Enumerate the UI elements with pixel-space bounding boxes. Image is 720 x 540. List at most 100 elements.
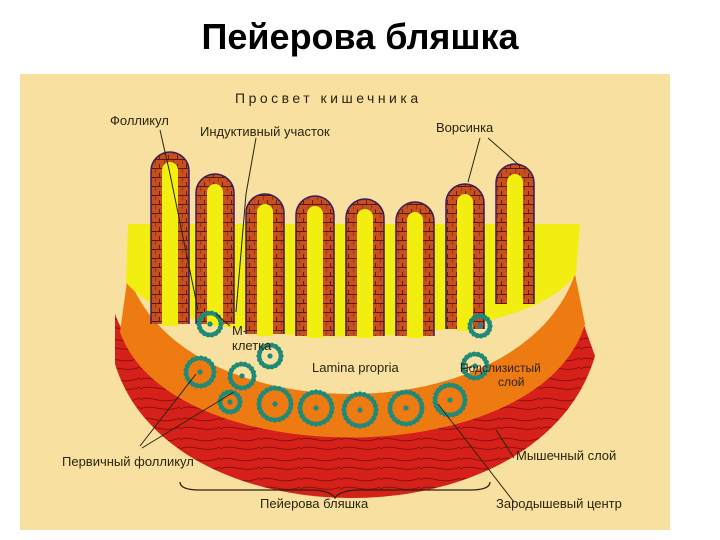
label-primary-follicle: Первичный фолликул — [62, 454, 194, 469]
slide-title: Пейерова бляшка — [201, 16, 519, 57]
lymphocyte-dot — [198, 383, 204, 389]
lymphocyte-dot — [419, 405, 425, 411]
lymphocyte-dot — [477, 323, 483, 329]
lymphocyte-dot — [227, 399, 233, 405]
leader-lines — [139, 129, 521, 503]
germinal-center-ring — [227, 361, 257, 391]
lymphocyte-dot — [403, 389, 409, 395]
leader-inductive — [235, 137, 257, 313]
label-germinal-center: Зародышевый центр — [496, 496, 622, 511]
lymphocyte-dot — [250, 369, 256, 375]
label-m-cell-1: М- — [232, 323, 247, 338]
lymphocyte-dot — [486, 319, 492, 325]
lymphocyte-dot — [407, 420, 413, 427]
villus-core — [207, 184, 223, 326]
leader-follicle — [159, 129, 199, 311]
lymphocyte-dot — [197, 369, 203, 375]
lymphocyte-dot — [267, 353, 273, 359]
lymphocyte-dot — [209, 332, 215, 338]
lymphocyte-dot — [205, 310, 211, 316]
leader-villus-2 — [487, 137, 521, 167]
germinal-center-ring — [460, 351, 490, 381]
peyer-patch-diagram: Просвет кишечника Фолликул Индуктивный у… — [20, 74, 670, 530]
lymphocyte-dot — [387, 409, 394, 415]
germinal-center-ring — [387, 389, 425, 427]
lymphocyte-dot — [328, 401, 335, 407]
lymphocyte-dot — [184, 375, 190, 381]
lymphocyte-dot — [399, 389, 405, 396]
lymphocyte-dot — [272, 401, 278, 407]
lymphocyte-dot — [272, 417, 278, 423]
lymphocyte-dot — [236, 395, 242, 401]
lymphocyte-dot — [297, 409, 304, 415]
villus-core — [507, 174, 523, 306]
label-muscle-layer: Мышечный слой — [516, 448, 616, 463]
lymphocyte-dot — [387, 405, 393, 411]
lymphocyte-dot — [357, 407, 363, 413]
lymphocyte-dot — [341, 407, 347, 413]
label-peyer-patch: Пейерова бляшка — [260, 496, 369, 511]
lymphocyte-dot — [446, 382, 452, 388]
germinal-center-ring — [196, 310, 224, 338]
leader-m-cell — [215, 313, 231, 327]
lymphocyte-dot — [361, 422, 367, 429]
lymphocyte-dot — [460, 365, 466, 371]
leader-primary-2 — [141, 391, 235, 449]
label-submucosa-1: Подслизистый — [460, 361, 541, 375]
label-follicle: Фолликул — [110, 113, 169, 128]
lymphocyte-dot — [432, 395, 438, 401]
peyer-patch-bracket — [179, 481, 491, 500]
lymphocyte-dot — [251, 373, 257, 379]
lymphocyte-dot — [442, 383, 448, 389]
lymphocyte-dot — [403, 405, 409, 411]
lymphocyte-dot — [313, 405, 319, 411]
germinal-center-ring — [341, 391, 379, 429]
lymphocyte-dot — [317, 420, 323, 427]
germinal-center-ring — [217, 389, 243, 415]
villus-core — [257, 204, 273, 336]
lymphocyte-dot — [432, 399, 438, 405]
lymphocyte-dot — [447, 397, 453, 403]
lymphocyte-dot — [272, 385, 278, 391]
lymphocyte-dot — [450, 412, 456, 418]
lymphocyte-dot — [467, 325, 473, 331]
leader-villus-1 — [467, 137, 481, 183]
germinal-center-ring — [256, 385, 294, 423]
label-lamina-propria: Lamina propria — [312, 360, 399, 375]
lymphocyte-dot — [461, 393, 468, 399]
label-villus: Ворсинка — [436, 120, 494, 135]
lymphocyte-dot — [313, 389, 319, 395]
lymphocyte-dot — [288, 401, 294, 407]
villi-group — [150, 151, 535, 338]
label-m-cell-2: клетка — [232, 338, 272, 353]
leader-primary-1 — [139, 373, 197, 447]
germinal-center-ring — [297, 389, 335, 427]
label-submucosa-2: слой — [498, 375, 525, 389]
leader-submucosa — [461, 366, 473, 370]
lymphocyte-dot — [269, 364, 275, 370]
lymphocyte-dot — [239, 373, 245, 379]
leader-muscle — [495, 429, 515, 459]
lymphocyte-dot — [194, 355, 200, 361]
lymphocyte-dot — [403, 421, 409, 427]
lymphocyte-dot — [217, 317, 223, 323]
lymphocyte-dot — [313, 421, 319, 427]
lymphocyte-dot — [475, 375, 481, 381]
lymphocyte-dot — [227, 375, 233, 381]
lymphocyte-dot — [357, 391, 363, 397]
germinal-center-ring — [183, 355, 217, 389]
villus-core — [162, 162, 178, 326]
lymphocyte-dot — [268, 385, 274, 392]
lymphocyte-dot — [329, 405, 335, 411]
lymphocyte-dot — [297, 405, 303, 411]
lymphocyte-dot — [373, 407, 379, 413]
lymphocyte-dot — [210, 365, 216, 371]
lymphocyte-dot — [287, 397, 294, 403]
lymphocyte-dot — [276, 416, 282, 423]
lymphocyte-dot — [211, 369, 217, 375]
lymphocyte-dot — [341, 411, 348, 417]
lymphocyte-dot — [471, 351, 477, 357]
lymphocyte-dot — [217, 401, 223, 407]
lymphocyte-dot — [242, 385, 248, 391]
lymphocyte-dot — [277, 349, 283, 355]
